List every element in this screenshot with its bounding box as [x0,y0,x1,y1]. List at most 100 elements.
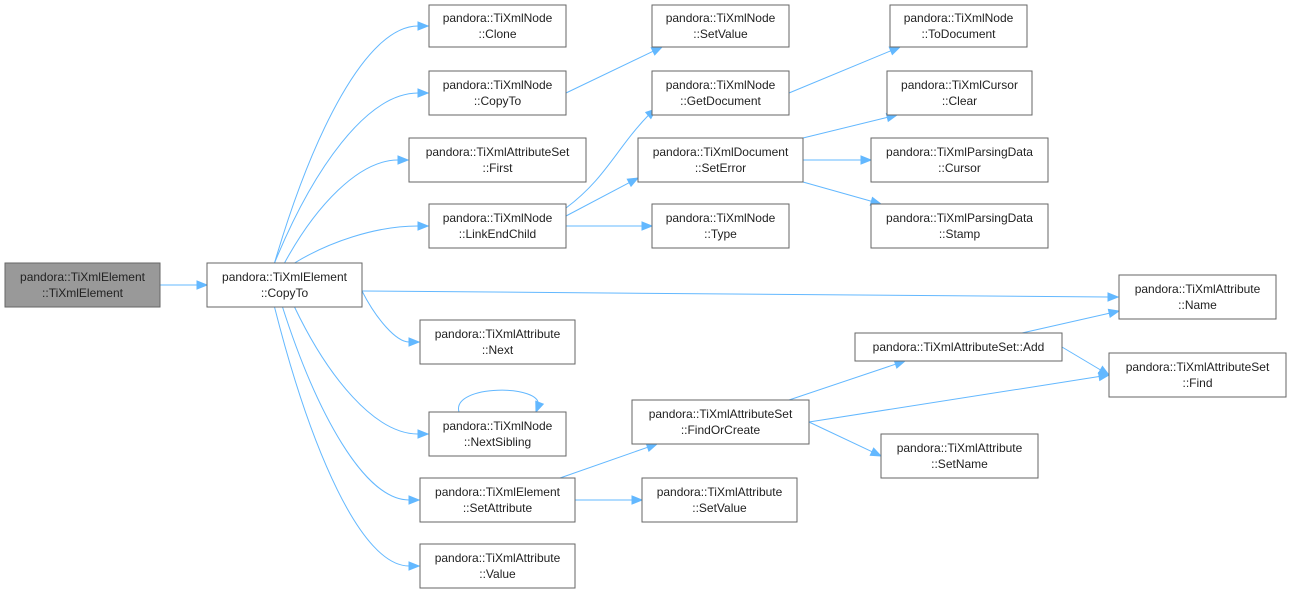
edge-copyto_main-to-attr_value [274,306,410,567]
node-label-line: ::SetValue [693,27,748,41]
node-box[interactable] [651,70,790,116]
node-elem_setattribute[interactable]: pandora::TiXmlElement::SetAttribute [419,477,576,523]
node-label-line: ::SetError [695,161,746,175]
node-node_clone[interactable]: pandora::TiXmlNode::Clone [428,4,567,48]
node-box[interactable] [1108,352,1287,398]
node-node_setvalue[interactable]: pandora::TiXmlNode::SetValue [651,4,790,48]
node-box[interactable] [870,137,1049,183]
node-label-line: ::GetDocument [680,94,761,108]
node-label-line: ::Value [479,567,516,581]
node-box[interactable] [408,137,587,183]
node-attrset_add[interactable]: pandora::TiXmlAttributeSet::Add [854,332,1063,362]
node-parsing_stamp[interactable]: pandora::TiXmlParsingData::Stamp [870,203,1049,249]
edge-copyto_main-to-attr_name-arrowhead [1107,292,1120,302]
edge-node_linkendchild-to-doc_seterror-arrowhead [626,177,640,188]
node-attr_next[interactable]: pandora::TiXmlAttribute::Next [419,319,576,365]
node-node_todocument[interactable]: pandora::TiXmlNode::ToDocument [889,4,1028,48]
node-box[interactable] [428,203,567,249]
edge-doc_seterror-to-cursor_clear [802,116,888,139]
edge-node_copyto-to-node_setvalue [565,50,654,94]
node-box[interactable] [886,70,1033,116]
node-box[interactable] [428,70,567,116]
node-label-line: ::Type [704,227,737,241]
node-box[interactable] [206,262,363,308]
node-label-line: ::CopyTo [261,286,309,300]
edge-copyto_main-to-node_nextsibling-arrowhead [417,429,430,439]
node-box[interactable] [889,4,1028,48]
node-doc_seterror[interactable]: pandora::TiXmlDocument::SetError [637,137,804,183]
edge-copyto_main-to-attr_next-arrowhead [408,337,421,347]
edge-copyto_main-to-elem_setattribute-arrowhead [408,495,421,505]
node-box[interactable] [631,399,810,445]
node-label-line: pandora::TiXmlNode [666,211,776,225]
node-node_type[interactable]: pandora::TiXmlNode::Type [651,203,790,249]
edge-attrset_findorcreate-to-attr_setname [808,421,873,453]
node-label-line: pandora::TiXmlCursor [901,78,1018,92]
edge-copyto_main-to-attrset_first [284,159,399,264]
node-box[interactable] [880,433,1039,479]
node-label-line: pandora::TiXmlNode [443,211,553,225]
node-label-line: pandora::TiXmlAttributeSet [1126,360,1270,374]
edge-elem_setattribute-to-attr_setvalue-arrowhead [631,495,644,505]
node-label-line: pandora::TiXmlNode [666,11,776,25]
edge-attrset_add-to-attr_name-arrowhead [1107,308,1121,318]
node-label-line: ::Clone [478,27,516,41]
edge-copyto_main-to-node_nextsibling [294,306,419,435]
node-label-line: pandora::TiXmlNode [443,419,553,433]
node-attr_value[interactable]: pandora::TiXmlAttribute::Value [419,543,576,589]
node-node_getdocument[interactable]: pandora::TiXmlNode::GetDocument [651,70,790,116]
node-box[interactable] [428,4,567,48]
node-attrset_findorcreate[interactable]: pandora::TiXmlAttributeSet::FindOrCreate [631,399,810,445]
edge-node_copyto-to-node_setvalue-arrowhead [650,46,664,56]
node-label-line: pandora::TiXmlNode [904,11,1014,25]
node-box[interactable] [651,4,790,48]
node-attrset_find[interactable]: pandora::TiXmlAttributeSet::Find [1108,352,1287,398]
node-label-line: ::ToDocument [921,27,996,41]
node-box[interactable] [1118,274,1277,320]
node-box[interactable] [4,262,161,308]
node-box[interactable] [419,543,576,589]
node-label-line: pandora::TiXmlAttributeSet [426,145,570,159]
node-node_linkendchild[interactable]: pandora::TiXmlNode::LinkEndChild [428,203,567,249]
node-node_copyto[interactable]: pandora::TiXmlNode::CopyTo [428,70,567,116]
node-label-line: pandora::TiXmlAttribute [1135,282,1261,296]
node-box[interactable] [641,477,798,523]
node-copyto_main[interactable]: pandora::TiXmlElement::CopyTo [206,262,363,308]
edge-node_nextsibling-to-node_nextsibling-arrowhead [535,400,545,414]
node-node_nextsibling[interactable]: pandora::TiXmlNode::NextSibling [428,411,567,457]
edge-elem_setattribute-to-attrset_findorcreate-arrowhead [645,443,659,452]
edge-attrset_findorcreate-to-attrset_find [808,376,1100,423]
node-parsing_cursor[interactable]: pandora::TiXmlParsingData::Cursor [870,137,1049,183]
node-cursor_clear[interactable]: pandora::TiXmlCursor::Clear [886,70,1033,116]
node-box[interactable] [651,203,790,249]
edge-node_linkendchild-to-doc_seterror [565,182,630,217]
edge-node_getdocument-to-node_todocument-arrowhead [888,46,902,56]
edge-attrset_add-to-attrset_find-arrowhead [1097,365,1111,376]
node-root[interactable]: pandora::TiXmlElement::TiXmlElement [4,262,161,308]
node-attr_setvalue[interactable]: pandora::TiXmlAttribute::SetValue [641,477,798,523]
node-attrset_first[interactable]: pandora::TiXmlAttributeSet::First [408,137,587,183]
node-box[interactable] [419,477,576,523]
node-box[interactable] [637,137,804,183]
node-attr_setname[interactable]: pandora::TiXmlAttribute::SetName [880,433,1039,479]
node-label-line: pandora::TiXmlAttributeSet::Add [873,340,1045,354]
node-box[interactable] [870,203,1049,249]
edge-copyto_main-to-attr_value-arrowhead [408,561,421,571]
edge-doc_seterror-to-parsing_cursor-arrowhead [860,155,873,165]
node-label-line: pandora::TiXmlNode [443,11,553,25]
node-label-line: pandora::TiXmlAttribute [897,441,1023,455]
node-box[interactable] [419,319,576,365]
edge-node_linkendchild-to-node_type-arrowhead [641,221,654,231]
nodes-layer: pandora::TiXmlElement::TiXmlElementpando… [4,4,1287,589]
node-label-line: ::Name [1178,298,1217,312]
edge-attrset_add-to-attr_name [1021,312,1110,334]
node-box[interactable] [854,332,1063,362]
edge-copyto_main-to-attrset_first-arrowhead [397,155,410,165]
edge-attrset_add-to-attrset_find [1061,346,1101,371]
edge-node_linkendchild-to-node_getdocument [565,115,649,209]
node-box[interactable] [428,411,567,457]
edge-attrset_findorcreate-to-attrset_add-arrowhead [893,359,907,369]
node-attr_name[interactable]: pandora::TiXmlAttribute::Name [1118,274,1277,320]
edge-copyto_main-to-node_clone-arrowhead [417,21,430,31]
